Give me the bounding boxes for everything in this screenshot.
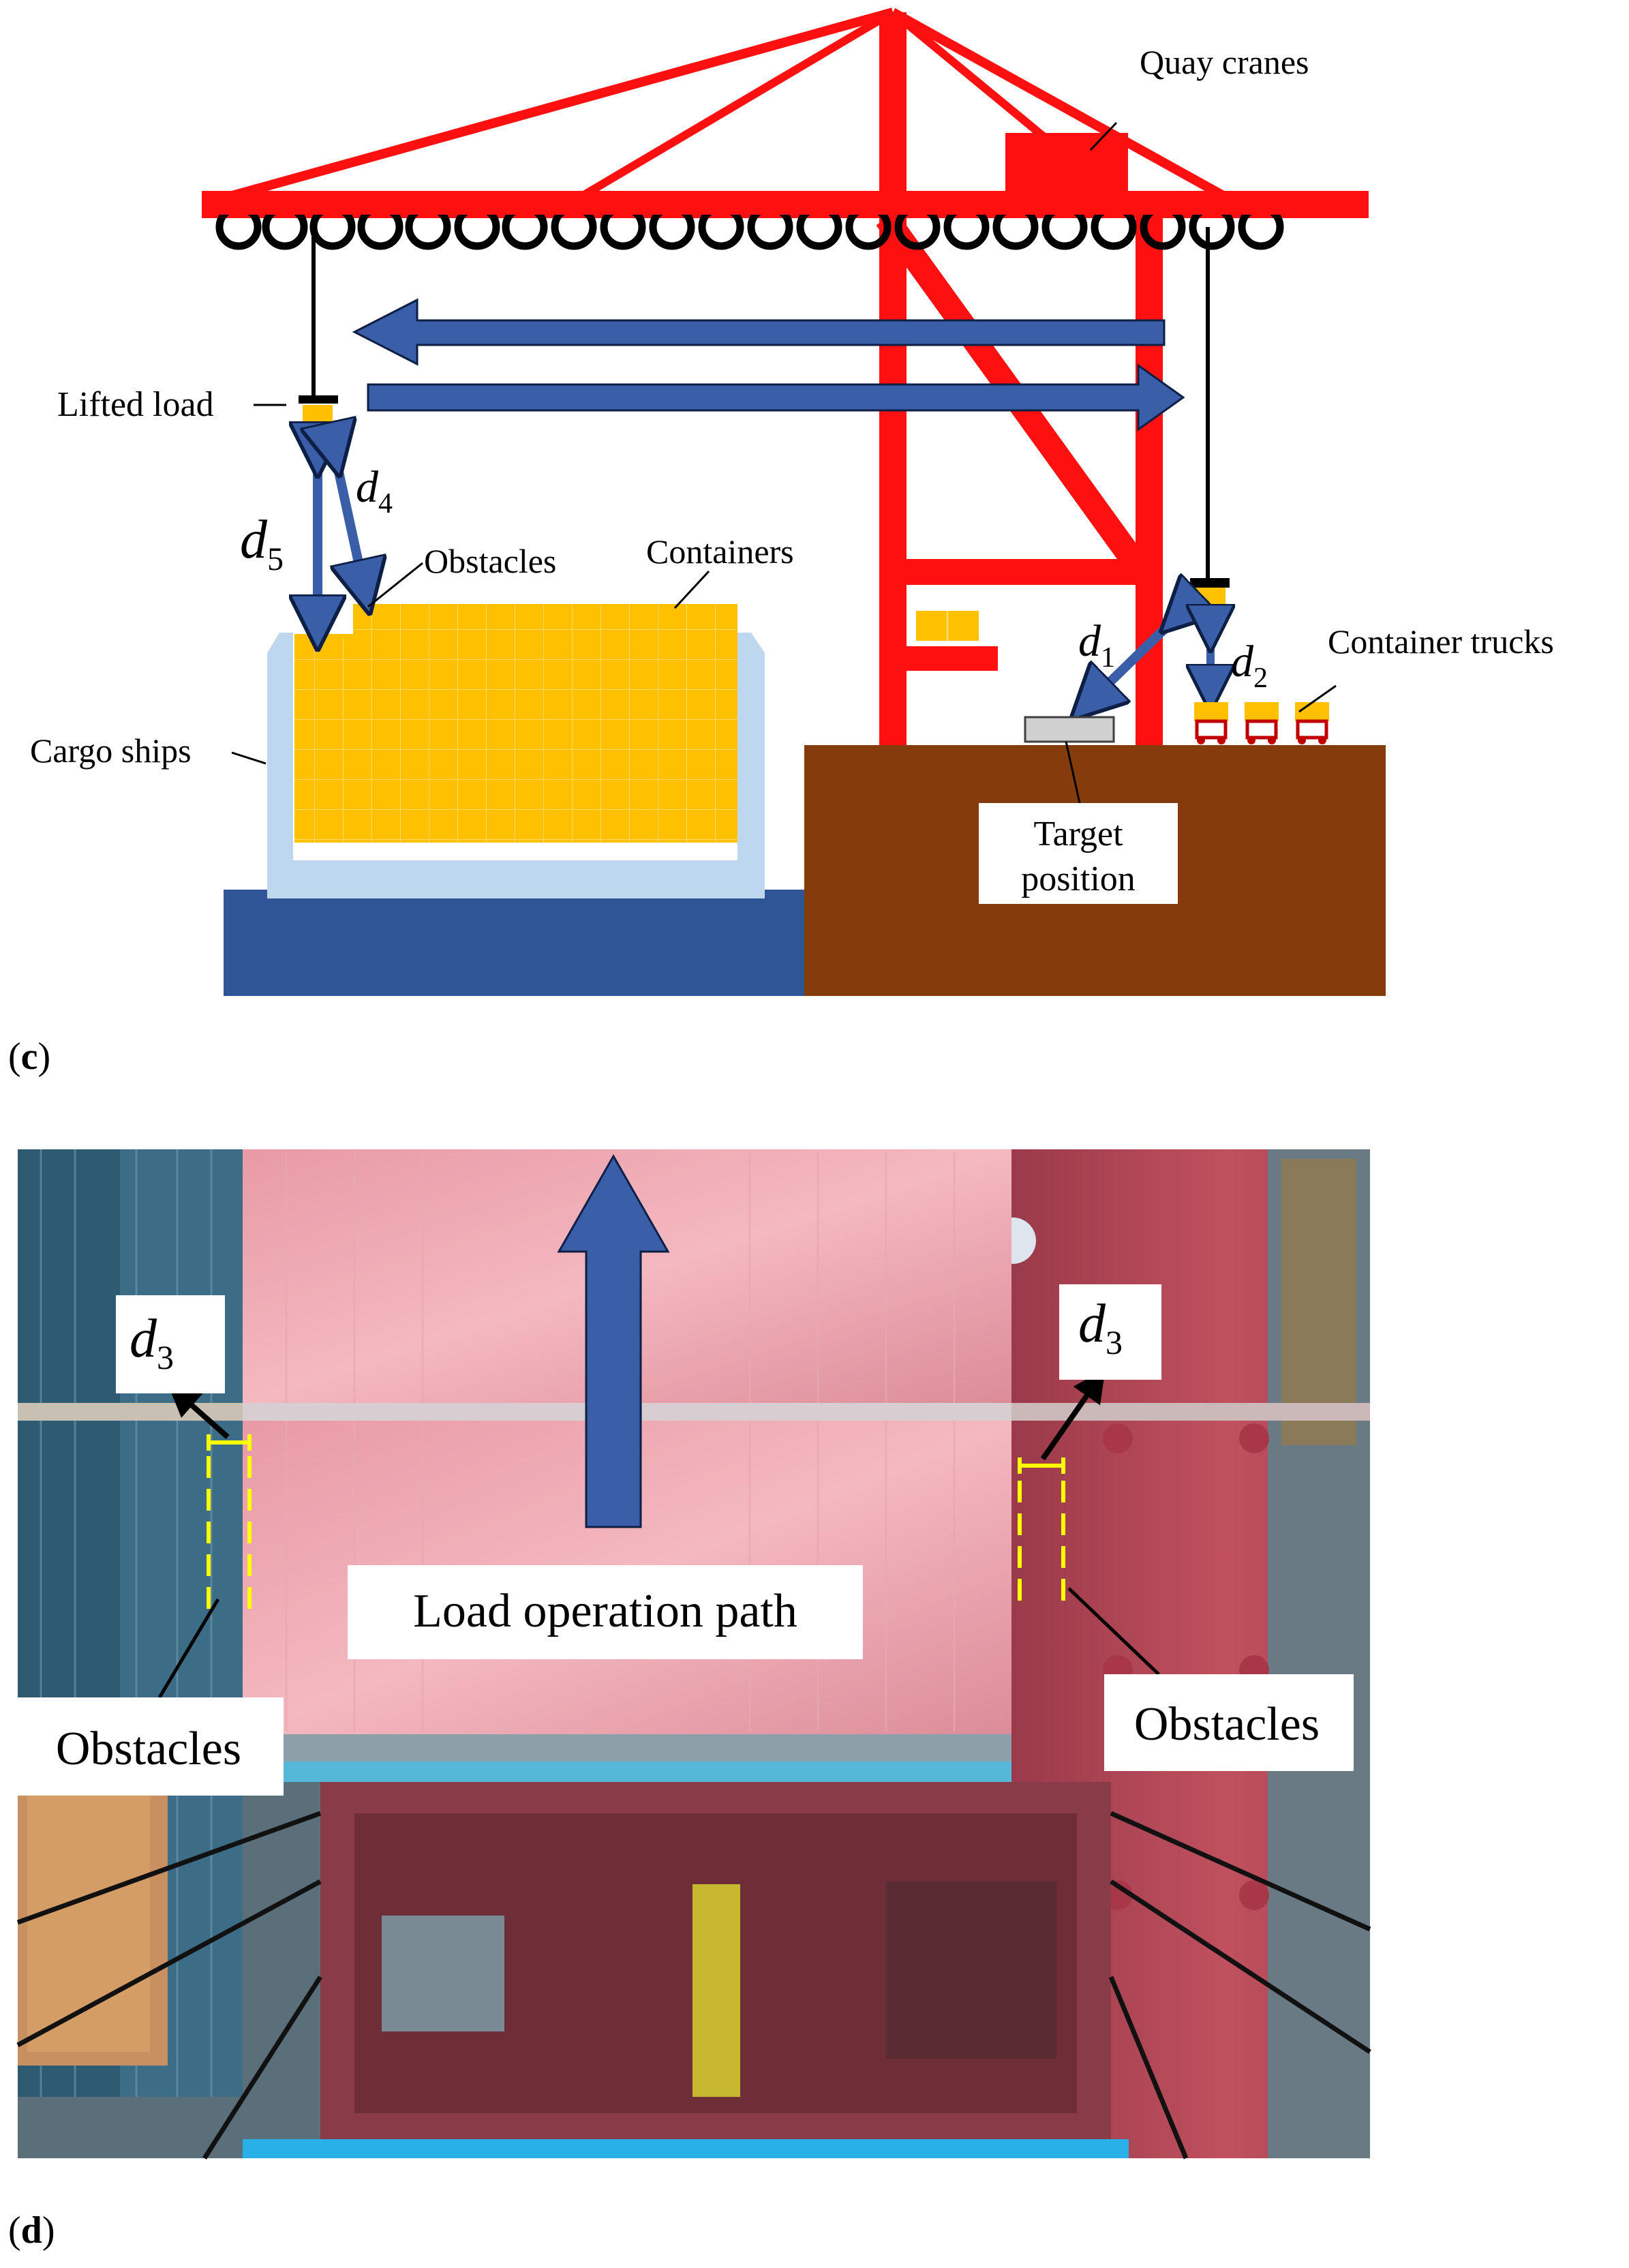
panel-d-label: (d): [8, 2209, 55, 2252]
container-trucks-label: Container trucks: [1328, 622, 1554, 661]
d5-symbol: d5: [240, 510, 284, 577]
d2-symbol: d2: [1231, 637, 1268, 694]
quay-crane: [202, 7, 1369, 745]
crane-cables: [16, 1811, 1371, 2160]
obstacles-right-leader: [1067, 1587, 1160, 1676]
load-operation-path-label: Load operation path: [413, 1585, 797, 1637]
obstacle-gap-right: [1018, 1457, 1065, 1612]
panel-c-label: (c): [8, 1035, 50, 1078]
load-operation-path-arrow: [557, 1153, 670, 1528]
trolley-arrow-left: [352, 298, 1166, 366]
right-spreader: [1190, 578, 1230, 588]
panel-c: Quay cranes Lifted load Obstacles Contai…: [8, 7, 1554, 1078]
panel-d: d3 d3 Load operation path Obstacles Obst…: [8, 1149, 1371, 2252]
obstacles-label-c: Obstacles: [424, 542, 556, 580]
d3-right-box: [1059, 1284, 1161, 1380]
trolley-arrow-right: [367, 363, 1185, 432]
water: [224, 890, 811, 996]
d3-left-arrow: [168, 1384, 230, 1439]
leader-lines-c: [231, 121, 1337, 804]
cargo-ships-label: Cargo ships: [30, 731, 192, 770]
load-operation-path-box: [348, 1565, 863, 1659]
obstacles-left-leader: [157, 1598, 220, 1699]
obstacles-left-label: Obstacles: [56, 1723, 241, 1775]
target-position-block: [1024, 716, 1115, 743]
stack-notch: [294, 604, 353, 634]
obstacles-right-box: [1104, 1674, 1354, 1771]
obstacle-gap-left: [207, 1434, 252, 1612]
d3-right-arrow: [1040, 1369, 1106, 1461]
lifted-load: [303, 405, 333, 432]
crane-cabin: [1005, 133, 1128, 194]
quay-cranes-label: Quay cranes: [1140, 43, 1309, 81]
ship-hold: [267, 860, 765, 898]
d3-left-box: [116, 1295, 225, 1393]
d3-left-symbol: d3: [130, 1309, 174, 1376]
d3-right-symbol: d3: [1078, 1294, 1123, 1361]
right-load: [1194, 588, 1225, 616]
lifted-load-label: Lifted load: [57, 385, 214, 424]
d1-symbol: d1: [1078, 616, 1115, 674]
container-trucks: [1194, 702, 1329, 744]
containers-label: Containers: [646, 532, 794, 571]
containers-stack: [294, 604, 737, 843]
obstacles-left-box: [18, 1697, 284, 1796]
d4-arrow: [334, 450, 364, 588]
target-position-line1: Target: [1033, 815, 1123, 853]
d1-arrow: [1091, 614, 1181, 701]
d4-symbol: d4: [356, 462, 393, 519]
obstacles-right-label: Obstacles: [1134, 1698, 1320, 1751]
left-spreader: [299, 395, 338, 404]
target-position-box: [979, 803, 1178, 904]
obstacle-step: [294, 634, 353, 638]
containers-upper-tier: [353, 604, 737, 634]
target-position-line2: position: [1021, 860, 1136, 898]
